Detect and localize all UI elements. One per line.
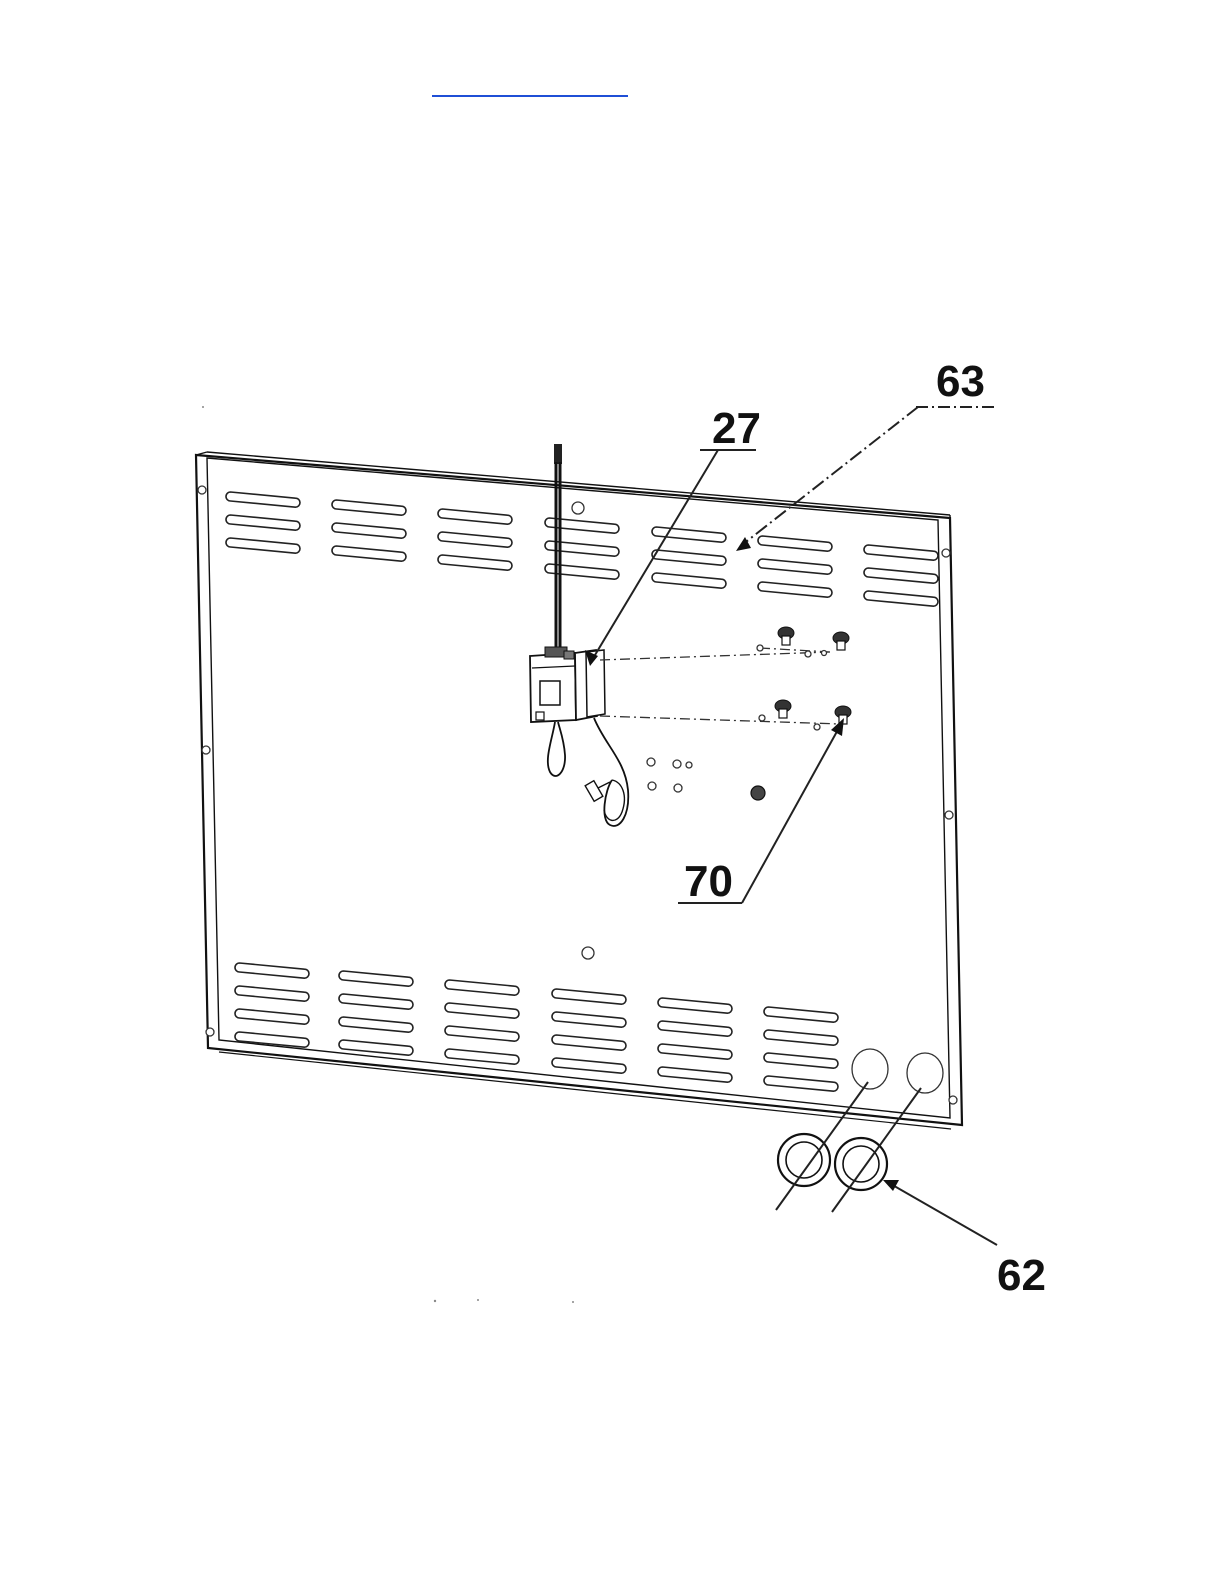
callout-27: 27 [712, 404, 761, 453]
flange-hole [945, 811, 953, 819]
callout-63: 63 [936, 357, 985, 406]
callout-62: 62 [997, 1251, 1046, 1300]
flange-hole [942, 549, 950, 557]
flange-hole [198, 486, 206, 494]
grommet [778, 1134, 830, 1186]
nut [751, 786, 765, 800]
flange-hole [206, 1028, 214, 1036]
grommet-opening-left [852, 1049, 888, 1089]
flange-hole [202, 746, 210, 754]
panel-hole [582, 947, 594, 959]
panel-hole [572, 502, 584, 514]
grommet-opening-right [907, 1053, 943, 1093]
callout-70: 70 [684, 857, 733, 906]
flange-hole [949, 1096, 957, 1104]
